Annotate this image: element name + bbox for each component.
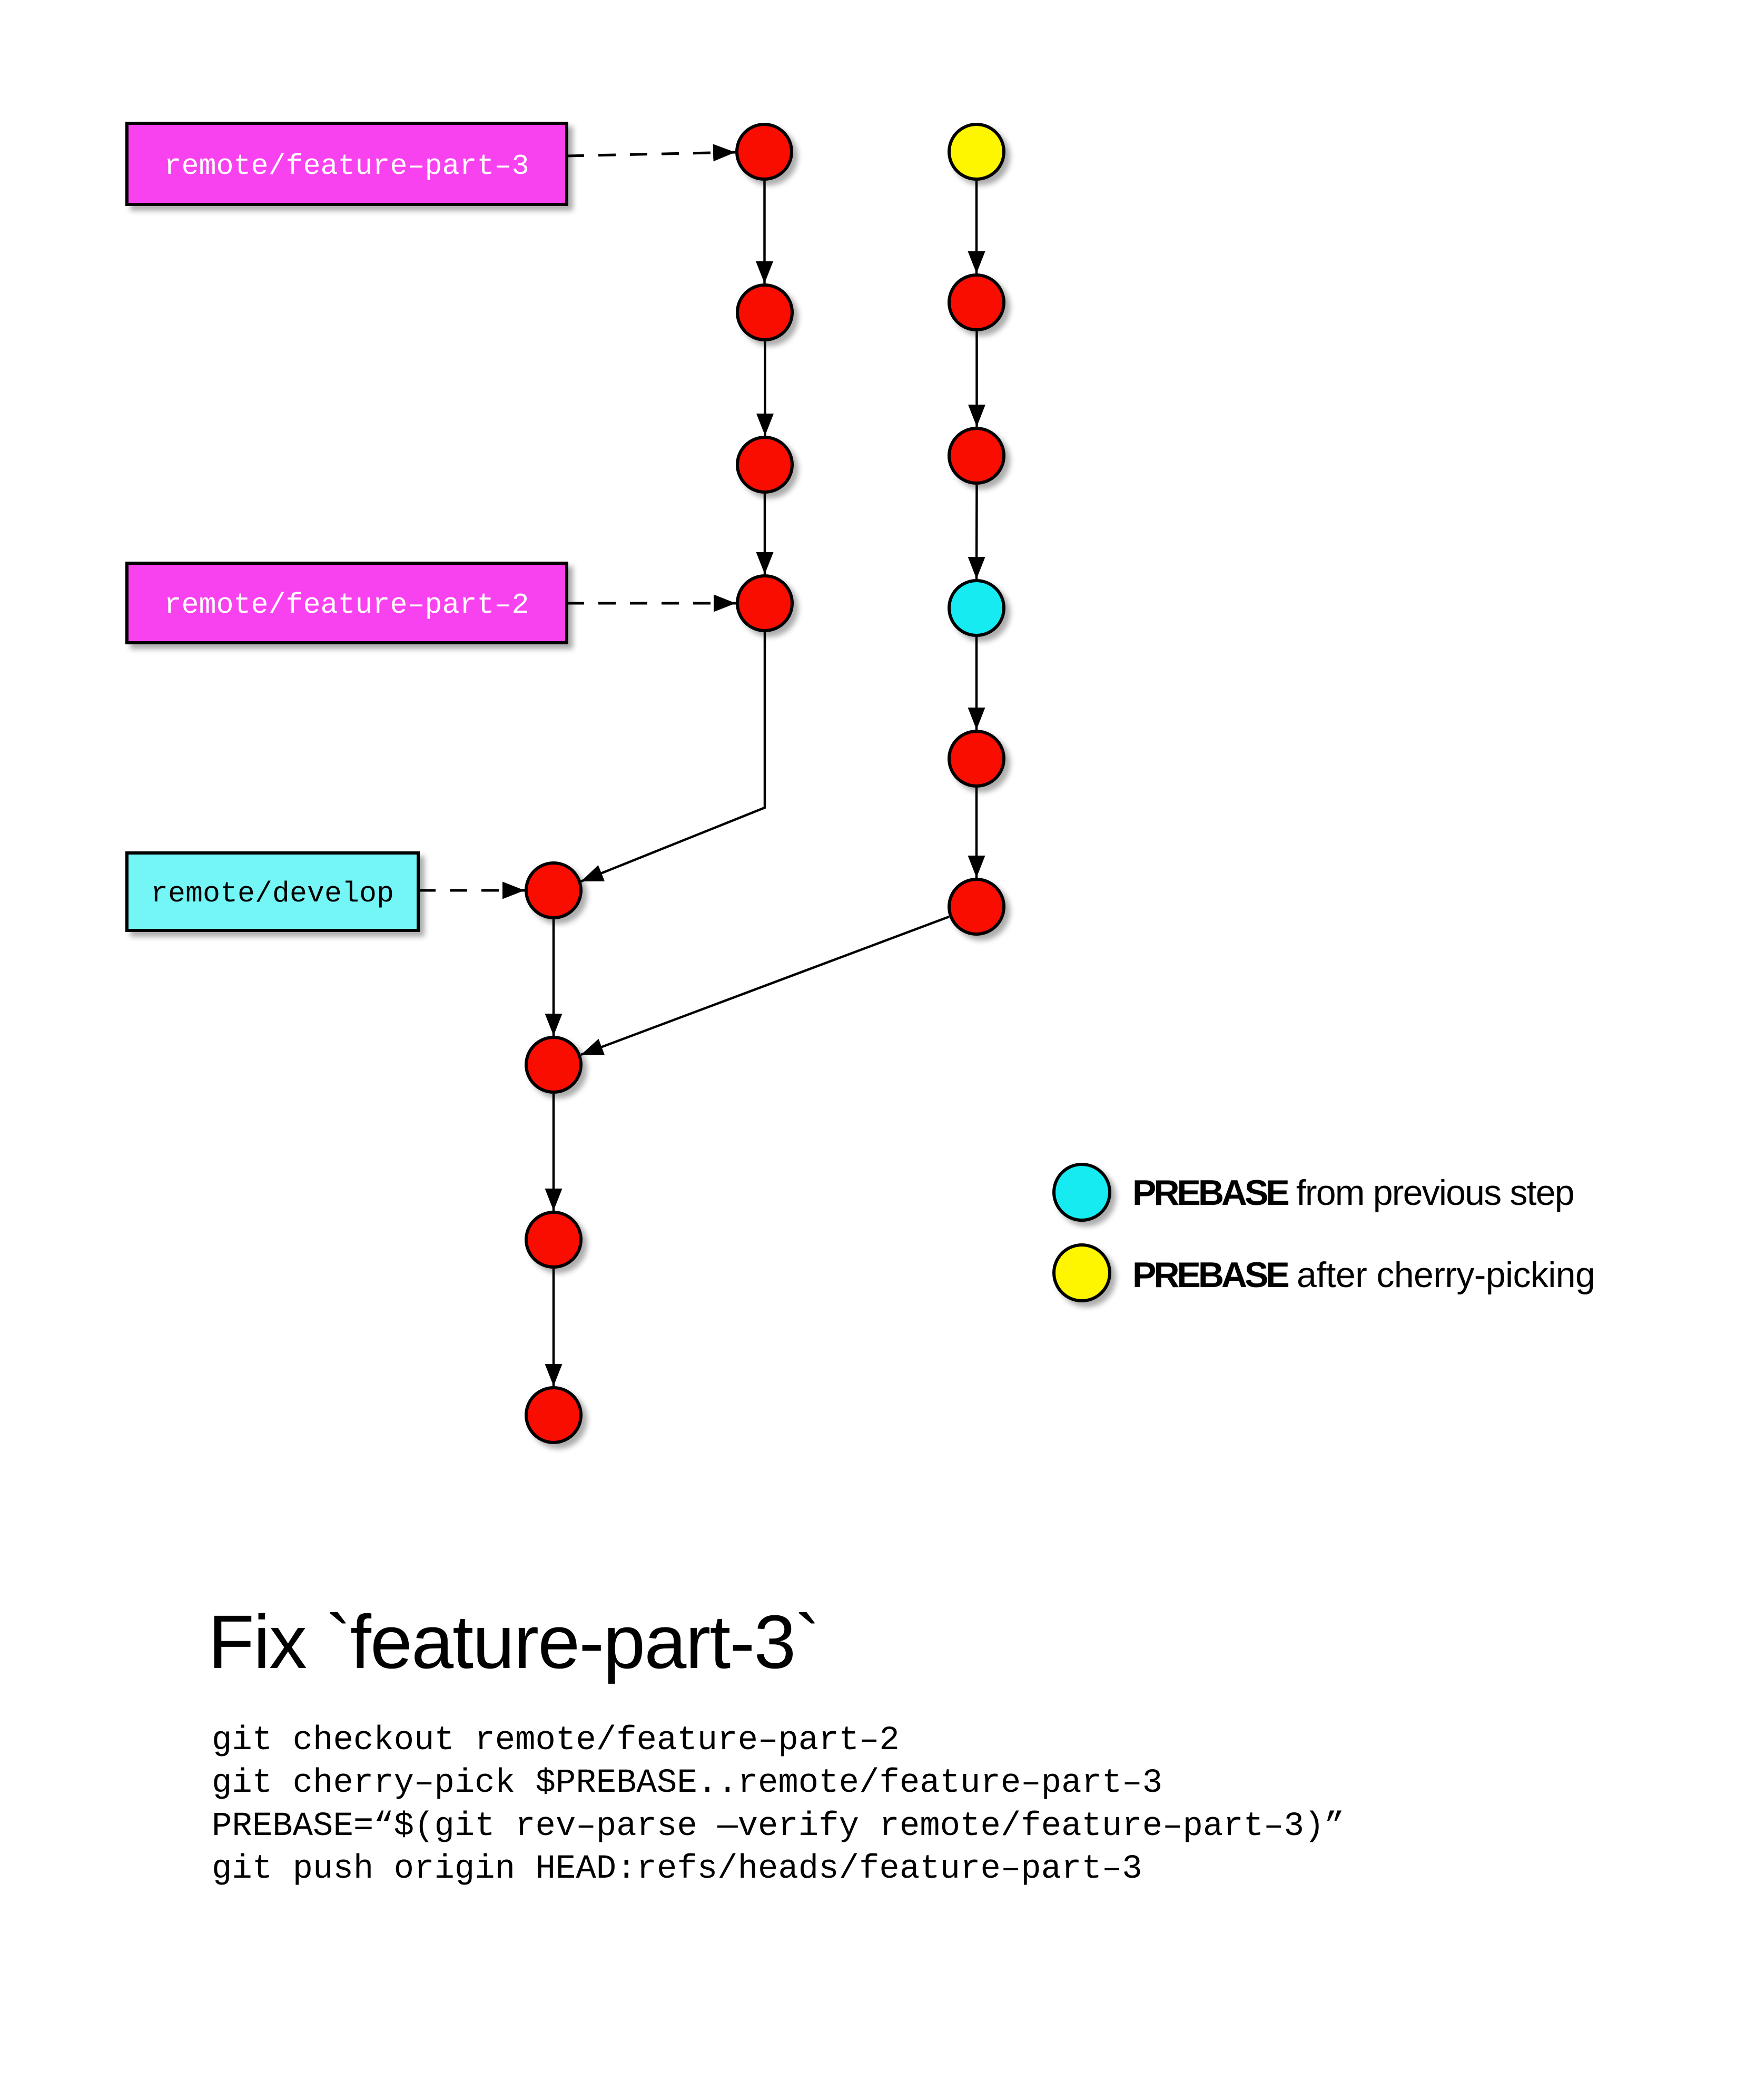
svg-text:git cherry–pick $PREBASE..remo: git cherry–pick $PREBASE..remote/feature… bbox=[212, 1764, 1162, 1802]
svg-text:remote/feature–part–3: remote/feature–part–3 bbox=[164, 150, 529, 183]
svg-text:git checkout remote/feature–pa: git checkout remote/feature–part–2 bbox=[212, 1722, 900, 1760]
svg-text:remote/develop: remote/develop bbox=[151, 877, 394, 910]
svg-text:git push origin HEAD:refs/head: git push origin HEAD:refs/heads/feature–… bbox=[212, 1850, 1142, 1888]
svg-text:PREBASE from previous step: PREBASE from previous step bbox=[1132, 1173, 1574, 1213]
svg-text:PREBASE after cherry-picking: PREBASE after cherry-picking bbox=[1132, 1255, 1595, 1295]
svg-text:PREBASE=“$(git rev–parse —veri: PREBASE=“$(git rev–parse —verify remote/… bbox=[212, 1808, 1345, 1846]
svg-text:Fix `feature-part-3`: Fix `feature-part-3` bbox=[208, 1599, 819, 1684]
svg-text:remote/feature–part–2: remote/feature–part–2 bbox=[164, 588, 529, 622]
